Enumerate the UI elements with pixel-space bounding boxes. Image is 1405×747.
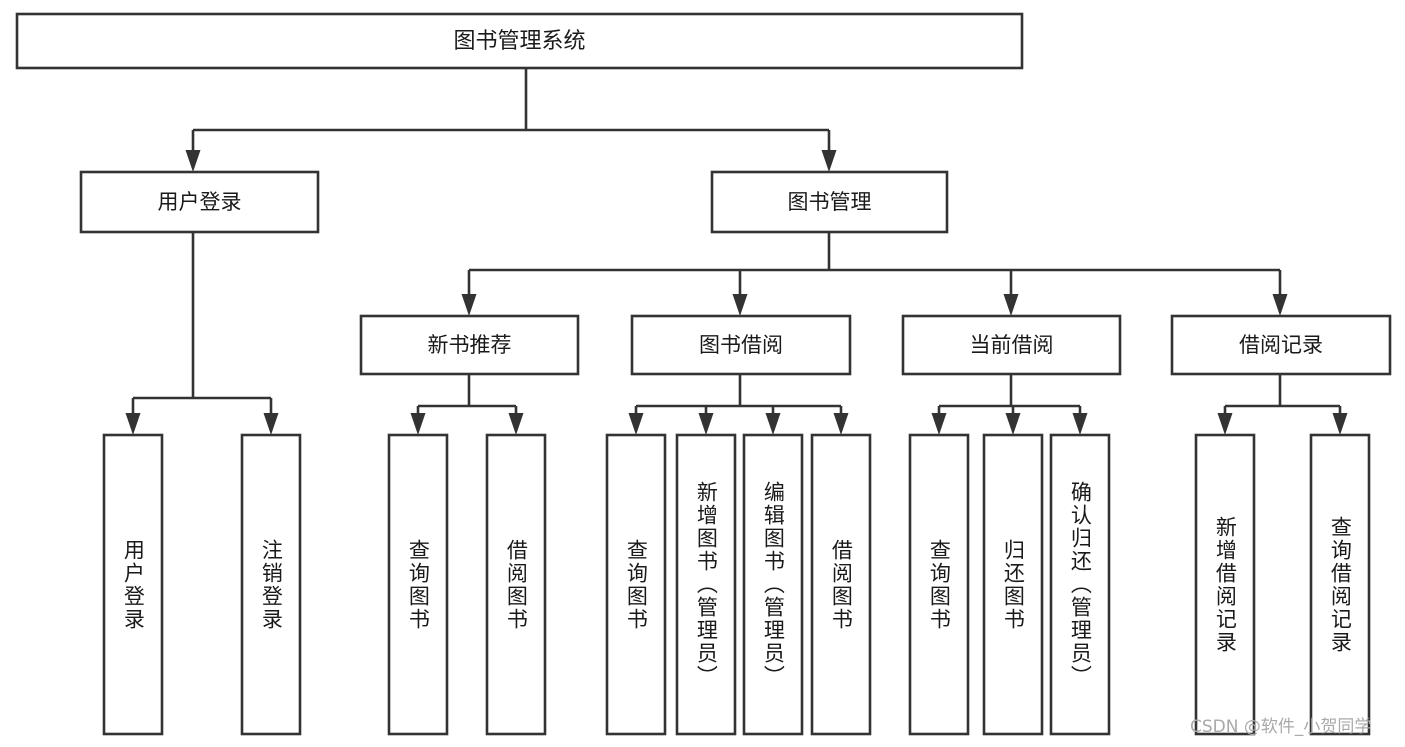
node-box-book-borrow — [630, 314, 852, 376]
leaf-box-leaf-query-book-3 — [908, 433, 970, 736]
arrow-head-borrow-to-leaves-1 — [698, 413, 714, 435]
arrow-head-borrow-to-leaves-3 — [833, 413, 849, 435]
node-box-user-login — [79, 170, 320, 234]
arrow-head-current-to-leaves-0 — [931, 413, 947, 435]
leaf-leaf-borrow-book-2[interactable] — [810, 433, 872, 736]
node-root[interactable]: 图书管理系统 — [15, 12, 1024, 70]
leaf-box-leaf-add-book — [675, 433, 737, 736]
arrow-head-root-to-level2-0 — [185, 150, 201, 172]
leaf-leaf-query-book-3[interactable] — [908, 433, 970, 736]
node-user-login[interactable]: 用户登录 — [79, 170, 320, 234]
leaf-box-leaf-return-book — [982, 433, 1044, 736]
node-label-book-manage: 图书管理 — [788, 190, 872, 214]
leaf-leaf-add-record[interactable] — [1194, 433, 1256, 736]
node-new-book-recommend[interactable]: 新书推荐 — [359, 314, 580, 376]
edge-group-record-to-leaves — [1223, 374, 1342, 414]
leaf-box-leaf-query-record — [1309, 433, 1371, 736]
arrow-head-user-to-leaves-0 — [125, 413, 141, 435]
node-book-borrow[interactable]: 图书借阅 — [630, 314, 852, 376]
edges-layer — [125, 68, 1348, 435]
arrow-head-book-to-level3-3 — [1272, 294, 1288, 316]
leaf-box-leaf-user-login — [102, 433, 164, 736]
leaf-leaf-return-book[interactable] — [982, 433, 1044, 736]
edge-group-root-to-level2 — [191, 68, 831, 151]
node-box-current-borrow — [901, 314, 1122, 376]
leaf-leaf-user-login[interactable] — [102, 433, 164, 736]
edge-group-user-to-leaves — [131, 232, 273, 414]
leaf-leaf-add-book[interactable] — [675, 433, 737, 736]
leaf-box-leaf-edit-book — [742, 433, 804, 736]
leaf-leaf-query-record[interactable] — [1309, 433, 1371, 736]
arrow-head-book-to-level3-2 — [1003, 294, 1019, 316]
leaf-leaf-query-book-2[interactable] — [605, 433, 667, 736]
node-label-user-login: 用户登录 — [158, 190, 242, 214]
edge-group-borrow-to-leaves — [634, 374, 843, 414]
leaf-box-leaf-confirm-return — [1049, 433, 1111, 736]
leaf-box-leaf-borrow-book-1 — [485, 433, 547, 736]
node-current-borrow[interactable]: 当前借阅 — [901, 314, 1122, 376]
arrow-head-borrow-to-leaves-2 — [765, 413, 781, 435]
edge-group-current-to-leaves — [937, 374, 1082, 414]
arrow-head-book-to-level3-0 — [461, 294, 477, 316]
leaf-box-leaf-query-book-2 — [605, 433, 667, 736]
node-book-manage[interactable]: 图书管理 — [710, 170, 949, 234]
node-label-book-borrow: 图书借阅 — [699, 333, 783, 357]
leaf-leaf-borrow-book-1[interactable] — [485, 433, 547, 736]
node-box-new-book-recommend — [359, 314, 580, 376]
arrow-head-recommend-to-leaves-1 — [508, 413, 524, 435]
arrow-head-root-to-level2-1 — [821, 150, 837, 172]
leaf-leaf-edit-book[interactable] — [742, 433, 804, 736]
arrow-head-current-to-leaves-2 — [1072, 413, 1088, 435]
node-box-borrow-record — [1170, 314, 1392, 376]
node-label-current-borrow: 当前借阅 — [970, 333, 1054, 357]
node-box-book-manage — [710, 170, 949, 234]
edge-group-recommend-to-leaves — [416, 374, 518, 414]
leaf-box-leaf-logout — [240, 433, 302, 736]
arrow-head-record-to-leaves-0 — [1217, 413, 1233, 435]
node-box-root — [15, 12, 1024, 70]
node-borrow-record[interactable]: 借阅记录 — [1170, 314, 1392, 376]
leaf-leaf-logout[interactable] — [240, 433, 302, 736]
arrow-head-book-to-level3-1 — [732, 294, 748, 316]
node-label-new-book-recommend: 新书推荐 — [428, 333, 512, 357]
arrow-head-user-to-leaves-1 — [263, 413, 279, 435]
arrow-head-record-to-leaves-1 — [1332, 413, 1348, 435]
arrow-head-recommend-to-leaves-0 — [410, 413, 426, 435]
node-label-borrow-record: 借阅记录 — [1239, 333, 1323, 357]
leaf-box-leaf-add-record — [1194, 433, 1256, 736]
node-label-root: 图书管理系统 — [453, 29, 585, 54]
arrow-head-current-to-leaves-1 — [1005, 413, 1021, 435]
leaf-leaf-query-book-1[interactable] — [387, 433, 449, 736]
edge-group-book-to-level3 — [467, 232, 1282, 295]
leaf-box-leaf-borrow-book-2 — [810, 433, 872, 736]
csdn-watermark: CSDN @软件_小贺同学 — [1190, 717, 1372, 737]
arrow-head-borrow-to-leaves-0 — [628, 413, 644, 435]
leaf-leaf-confirm-return[interactable] — [1049, 433, 1111, 736]
leaf-box-leaf-query-book-1 — [387, 433, 449, 736]
